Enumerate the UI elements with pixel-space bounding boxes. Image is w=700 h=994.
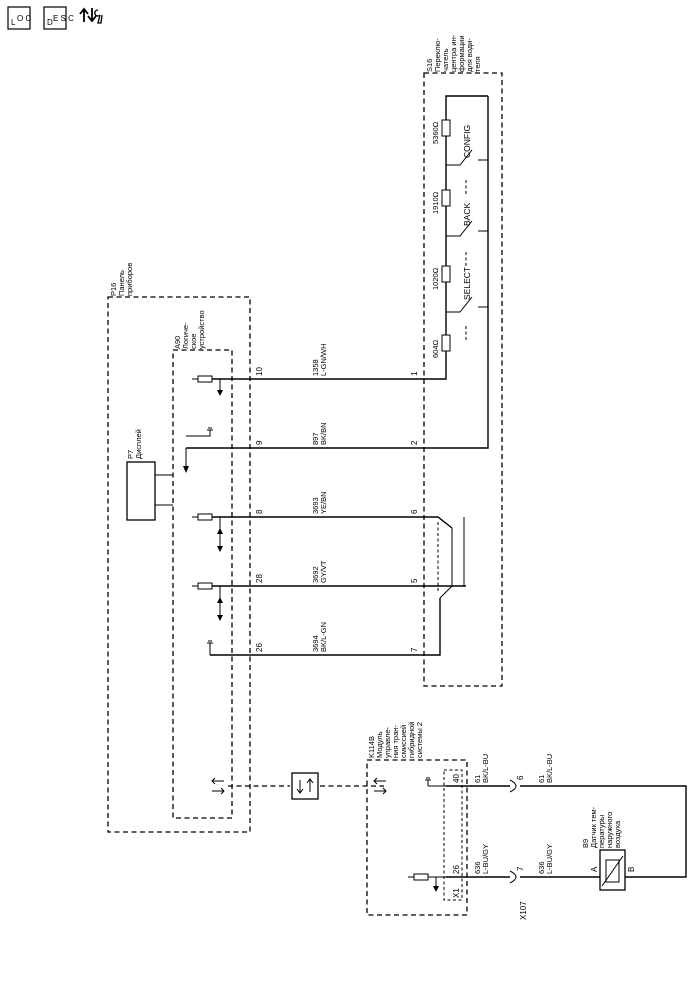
p7-display xyxy=(126,461,156,521)
pin-label-x107-6: 6 xyxy=(516,775,525,780)
back-button-label: BACK xyxy=(462,203,472,226)
wire-label-636-a: 636L-BU/GY xyxy=(473,844,490,874)
pin-label-s16-5: 5 xyxy=(410,578,419,583)
res-label-5360: 5360Ω xyxy=(431,121,440,144)
p7-arrow xyxy=(183,466,189,473)
pin-label-9: 9 xyxy=(255,440,264,445)
svg-text:E S C: E S C xyxy=(53,14,74,23)
wire-label-61-b: 61BK/L-BU xyxy=(537,754,554,783)
b9-thermistor-symbol xyxy=(601,855,624,887)
wire-label-636-b: 636L-BU/GY xyxy=(537,844,554,874)
wire-3694 xyxy=(210,598,441,656)
k114b-pin-26-circuit xyxy=(408,873,446,892)
pin-label-s16-6: 6 xyxy=(410,509,419,514)
p7-display-link xyxy=(155,448,187,506)
wire-label-3693: 3693YE/BN xyxy=(311,491,328,514)
a90-pin-28-circuit xyxy=(192,582,223,621)
pin-label-b9-a: A xyxy=(590,866,599,872)
wire-label-3692: 3692GY/VT xyxy=(311,560,328,583)
wire-3693 xyxy=(210,516,453,529)
p7-label: P7 Дисплей xyxy=(126,429,143,459)
wire-label-3694: 3694BK/L-GN xyxy=(311,622,328,652)
bidirectional-arrows-wrench-icon[interactable] xyxy=(79,7,103,24)
s16-resistor-ladder xyxy=(441,96,489,379)
res-label-604: 604Ω xyxy=(431,339,440,358)
a90-pin-9-ground xyxy=(186,427,213,437)
a90-pin-10-circuit xyxy=(192,375,223,396)
connector-label-x1: X1 xyxy=(452,888,461,898)
config-button-label: CONFIG xyxy=(462,125,472,158)
p16-label: P16 Панель приборов xyxy=(109,263,134,296)
connector-label-x107: X107 xyxy=(519,901,528,920)
loc-icon[interactable]: L O C xyxy=(7,6,31,30)
pin-label-s16-7: 7 xyxy=(410,647,419,652)
pin-label-x107-7: 7 xyxy=(516,866,525,871)
desc-icon[interactable]: D E S C xyxy=(43,6,74,30)
wire-label-61-a: 61BK/L-BU xyxy=(473,754,490,783)
a90-logic-unit-box xyxy=(172,349,233,819)
pin-label-b9-b: B xyxy=(627,867,636,872)
res-label-1020: 1020Ω xyxy=(431,267,440,290)
a90-label: A90 Логиче- ское устройство xyxy=(173,310,206,349)
select-button-label: SELECT xyxy=(462,267,472,300)
pin-label-28: 28 xyxy=(255,574,264,583)
pin-label-s16-1: 1 xyxy=(410,371,419,376)
pin-label-k26: 26 xyxy=(452,865,461,874)
pin-label-26: 26 xyxy=(255,643,264,652)
a90-pin-26-ground xyxy=(207,640,213,655)
serial-data-icon xyxy=(291,772,319,800)
k114b-label: K114B Модуль управле- ния тран- смиссией… xyxy=(367,719,424,758)
pin-label-8: 8 xyxy=(255,509,264,514)
b9-label: B9 Датчик тем- пературы наружного воздух… xyxy=(581,805,622,848)
wire-label-897: 897BK/BN xyxy=(311,422,328,445)
x107-connector xyxy=(509,779,517,884)
x1-inner-box xyxy=(443,769,463,901)
k114b-serial-arrows xyxy=(373,777,387,795)
pin-label-s16-2: 2 xyxy=(410,440,419,445)
res-label-1910: 1910Ω xyxy=(431,191,440,214)
pin-label-10: 10 xyxy=(255,367,264,376)
s16-toggle-linkage xyxy=(439,517,465,599)
svg-text:D: D xyxy=(47,18,53,27)
wire-61 xyxy=(446,785,687,878)
k114b-pin-40-ground xyxy=(425,777,446,787)
svg-text:O C: O C xyxy=(17,14,31,23)
a90-serial-arrows xyxy=(211,777,225,795)
p16-instrument-panel-box xyxy=(107,296,251,833)
wire-label-1358: 1358L-GN/WH xyxy=(311,344,328,377)
s16-label: S16 Переклю- чатель центра ин- формации … xyxy=(425,33,482,72)
a90-pin-8-circuit xyxy=(192,513,223,552)
pin-label-k40: 40 xyxy=(452,774,461,783)
svg-text:L: L xyxy=(11,18,16,27)
